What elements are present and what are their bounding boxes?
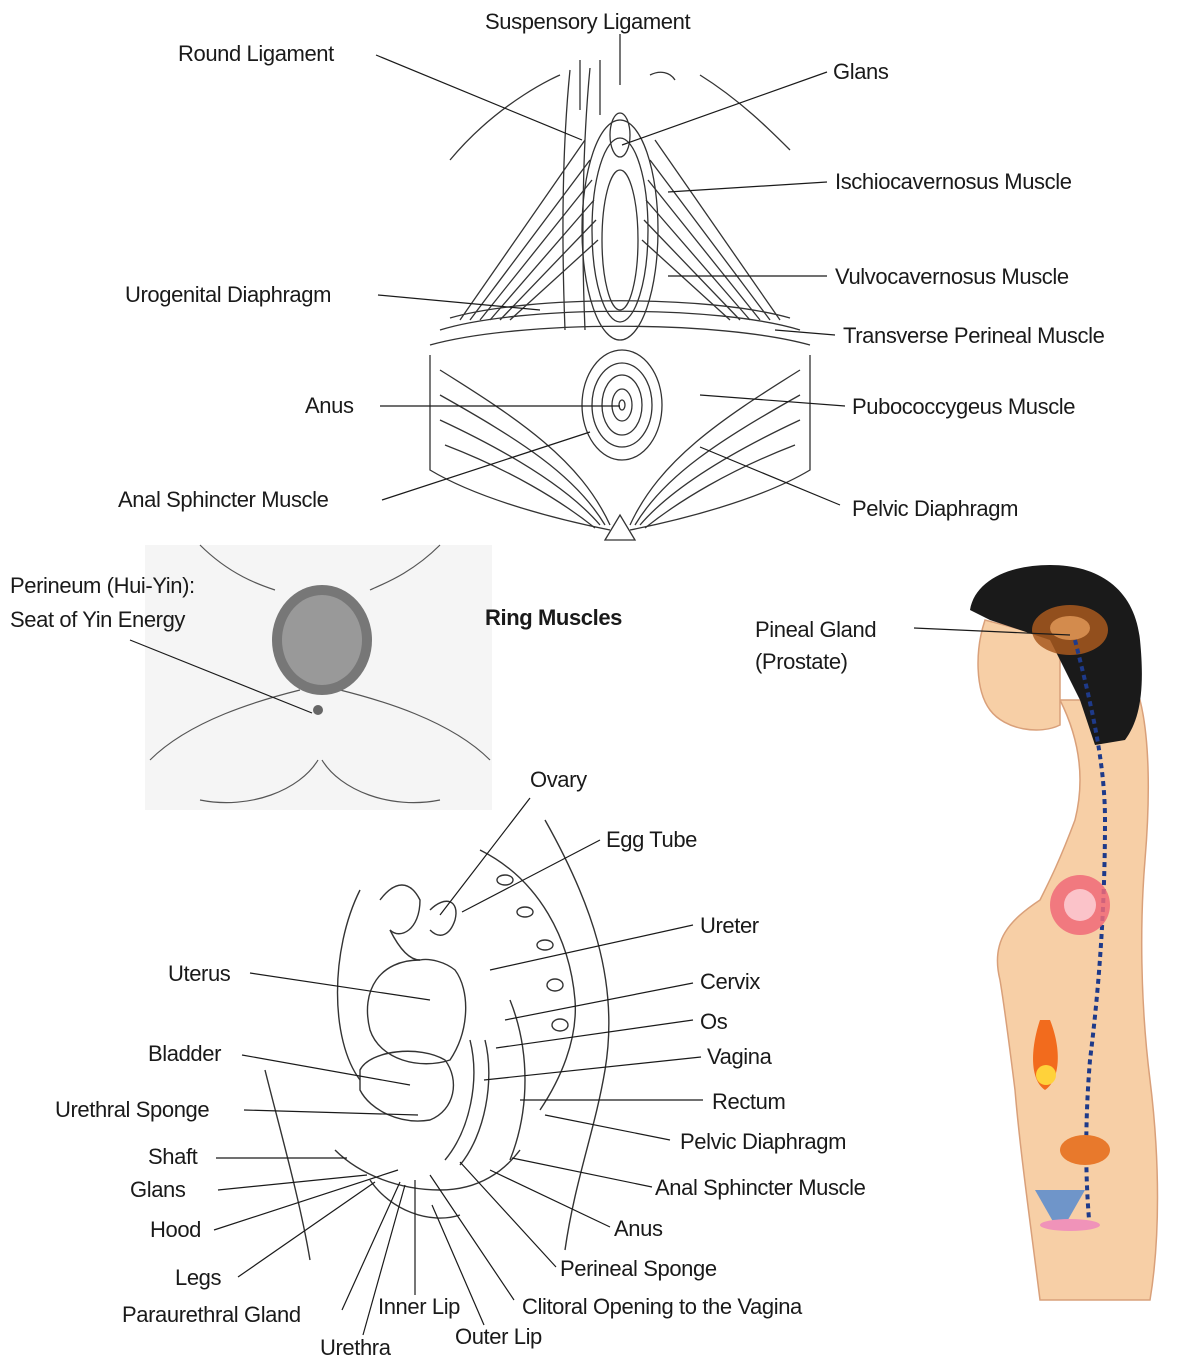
label-urethra: Urethra xyxy=(320,1336,391,1360)
ring-muscles-title: Ring Muscles xyxy=(485,606,622,630)
pelvic-floor-illustration xyxy=(430,60,810,540)
label-urogenital-diaphragm: Urogenital Diaphragm xyxy=(125,283,331,307)
label-inner-lip: Inner Lip xyxy=(378,1295,460,1319)
label-perineal-sponge: Perineal Sponge xyxy=(560,1257,717,1281)
label-anus-top: Anus xyxy=(305,394,354,418)
label-bladder: Bladder xyxy=(148,1042,221,1066)
label-ureter: Ureter xyxy=(700,914,759,938)
label-legs: Legs xyxy=(175,1266,221,1290)
label-glans-bottom: Glans xyxy=(130,1178,185,1202)
label-ovary: Ovary xyxy=(530,768,587,792)
label-transverse-perineal: Transverse Perineal Muscle xyxy=(843,324,1104,348)
label-hood: Hood xyxy=(150,1218,201,1242)
label-egg-tube: Egg Tube xyxy=(606,828,697,852)
label-anus-bottom: Anus xyxy=(614,1217,663,1241)
label-suspensory-ligament: Suspensory Ligament xyxy=(485,10,690,34)
label-anal-sphincter-bottom: Anal Sphincter Muscle xyxy=(655,1176,865,1200)
label-vagina: Vagina xyxy=(707,1045,771,1069)
label-clitoral-opening: Clitoral Opening to the Vagina xyxy=(522,1295,802,1319)
label-rectum: Rectum xyxy=(712,1090,785,1114)
label-pelvic-diaphragm-bottom: Pelvic Diaphragm xyxy=(680,1130,846,1154)
woman-figure-illustration xyxy=(970,565,1158,1300)
label-glans-top: Glans xyxy=(833,60,888,84)
label-pelvic-diaphragm-top: Pelvic Diaphragm xyxy=(852,497,1018,521)
label-shaft: Shaft xyxy=(148,1145,197,1169)
label-ischiocavernosus: Ischiocavernosus Muscle xyxy=(835,170,1072,194)
label-cervix: Cervix xyxy=(700,970,760,994)
label-vulvocavernosus: Vulvocavernosus Muscle xyxy=(835,265,1069,289)
perineum-illustration xyxy=(145,545,492,810)
label-urethral-sponge: Urethral Sponge xyxy=(55,1098,209,1122)
label-os: Os xyxy=(700,1010,727,1034)
label-perineum-line1: Perineum (Hui-Yin): xyxy=(10,574,195,598)
label-paraurethral-gland: Paraurethral Gland xyxy=(122,1303,301,1327)
label-pineal-line1: Pineal Gland xyxy=(755,618,876,642)
label-uterus: Uterus xyxy=(168,962,230,986)
label-round-ligament: Round Ligament xyxy=(178,42,334,66)
label-pineal-line2: (Prostate) xyxy=(755,650,848,674)
sagittal-section-illustration xyxy=(265,820,609,1260)
label-outer-lip: Outer Lip xyxy=(455,1325,542,1349)
label-pubococcygeus: Pubococcygeus Muscle xyxy=(852,395,1075,419)
label-perineum-line2: Seat of Yin Energy xyxy=(10,608,185,632)
label-anal-sphincter-top: Anal Sphincter Muscle xyxy=(118,488,328,512)
